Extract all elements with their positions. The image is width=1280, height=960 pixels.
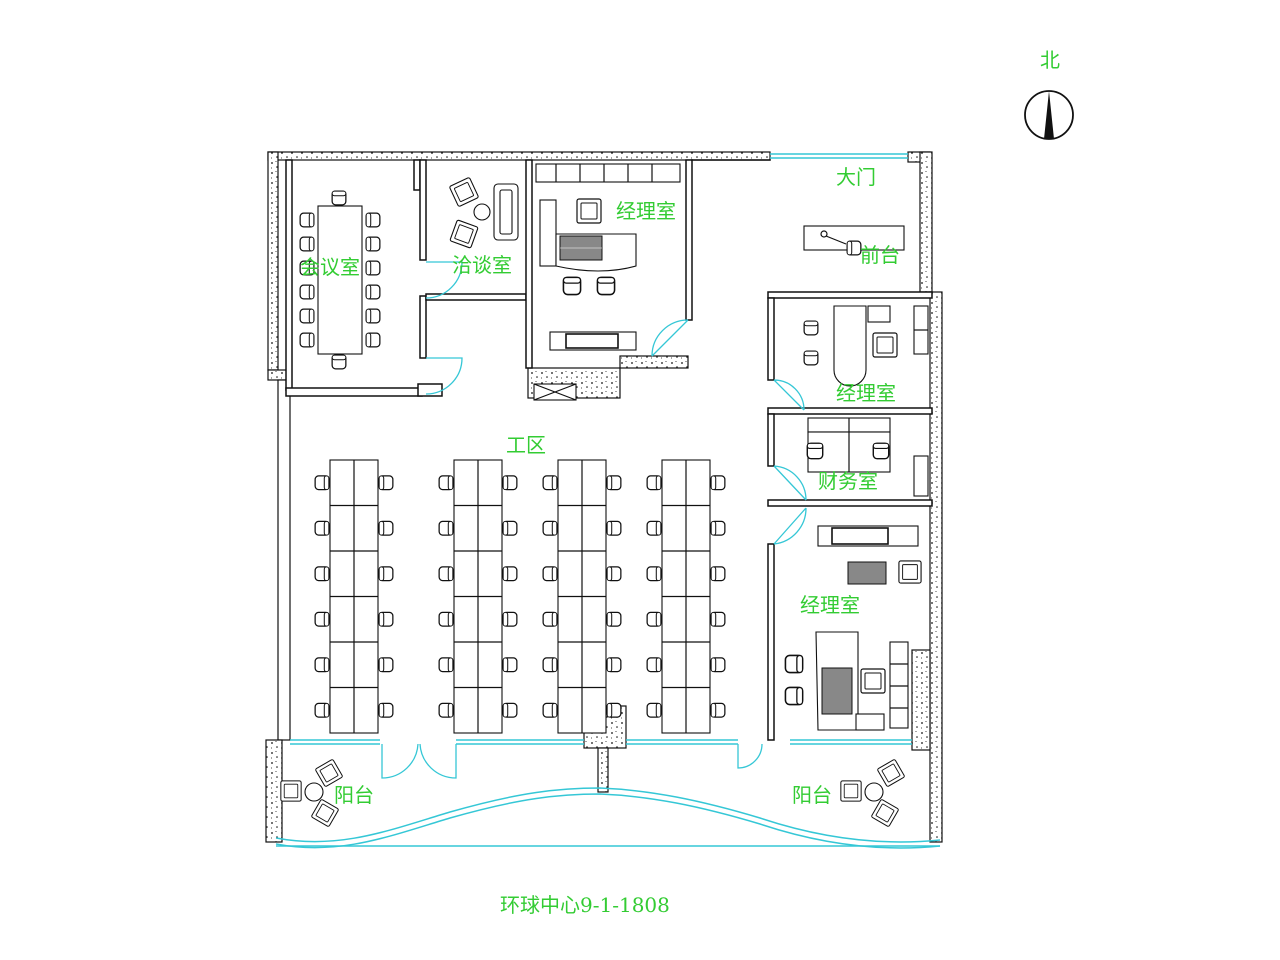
manager-north-furniture [533, 163, 681, 401]
desk-chair [502, 475, 518, 491]
desk-chair [542, 566, 558, 582]
desk-chair [542, 702, 558, 718]
workstation-block [542, 459, 622, 734]
desk-chair [606, 475, 622, 491]
desk-chair [646, 520, 662, 536]
negotiation-seating [448, 176, 519, 249]
desk-chair [606, 520, 622, 536]
desk-chair [438, 657, 454, 673]
desk-chair [314, 657, 330, 673]
desk-chair [606, 611, 622, 627]
desk-chair [314, 702, 330, 718]
workstation-block [438, 459, 518, 734]
desk-chair [502, 566, 518, 582]
label-conference-room: 会议室 [300, 255, 360, 279]
desk-chair [710, 520, 726, 536]
desk-chair [378, 475, 394, 491]
label-workspace: 工区 [506, 433, 546, 457]
workstation-blocks [314, 459, 726, 734]
desk-chair [646, 702, 662, 718]
desk-chair [646, 657, 662, 673]
desk-chair [502, 611, 518, 627]
desk-chair [710, 611, 726, 627]
desk-chair [314, 475, 330, 491]
label-balcony-west: 阳台 [334, 783, 374, 807]
finance-furniture [806, 417, 929, 497]
reception-desk [803, 225, 905, 256]
exterior-walls [265, 151, 943, 843]
conference-table-set [299, 190, 381, 370]
desk-chair [502, 657, 518, 673]
desk-chair [710, 702, 726, 718]
workstation-block [314, 459, 394, 734]
desk-chair [606, 702, 622, 718]
desk-chair [646, 475, 662, 491]
desk-chair [378, 657, 394, 673]
balcony-west-furniture [280, 758, 344, 828]
desk-chair [438, 475, 454, 491]
label-reception: 前台 [860, 243, 900, 267]
desk-chair [378, 520, 394, 536]
desk-chair [502, 520, 518, 536]
label-manager-south: 经理室 [800, 593, 860, 617]
desk-chair [542, 520, 558, 536]
label-main-door: 大门 [836, 165, 876, 189]
desk-chair [710, 475, 726, 491]
desk-chair [314, 566, 330, 582]
desk-chair [606, 566, 622, 582]
desk-chair [438, 520, 454, 536]
compass-label: 北 [1040, 48, 1060, 72]
label-balcony-east: 阳台 [792, 783, 832, 807]
desk-chair [502, 702, 518, 718]
interior-walls [285, 159, 933, 741]
desk-chair [438, 702, 454, 718]
balcony-east-furniture [840, 758, 906, 828]
desk-chair [606, 657, 622, 673]
desk-chair [542, 611, 558, 627]
desk-chair [314, 611, 330, 627]
desk-chair [378, 611, 394, 627]
label-manager-north: 经理室 [616, 199, 676, 223]
desk-chair [710, 566, 726, 582]
north-arrow-icon [1024, 90, 1074, 140]
desk-chair [710, 657, 726, 673]
desk-chair [438, 566, 454, 582]
desk-chair [378, 702, 394, 718]
glazing [275, 153, 941, 849]
desk-chair [646, 566, 662, 582]
desk-chair [542, 475, 558, 491]
doors [381, 261, 807, 779]
desk-chair [646, 611, 662, 627]
desk-chair [542, 657, 558, 673]
desk-chair [438, 611, 454, 627]
manager-east-furniture [803, 305, 929, 387]
workstation-block [646, 459, 726, 734]
plan-caption: 环球中心9-1-1808 [500, 893, 670, 917]
desk-chair [378, 566, 394, 582]
label-finance-room: 财务室 [818, 469, 878, 493]
manager-south-furniture [784, 525, 922, 731]
label-manager-east: 经理室 [836, 381, 896, 405]
desk-chair [314, 520, 330, 536]
label-negotiation-room: 洽谈室 [452, 253, 512, 277]
